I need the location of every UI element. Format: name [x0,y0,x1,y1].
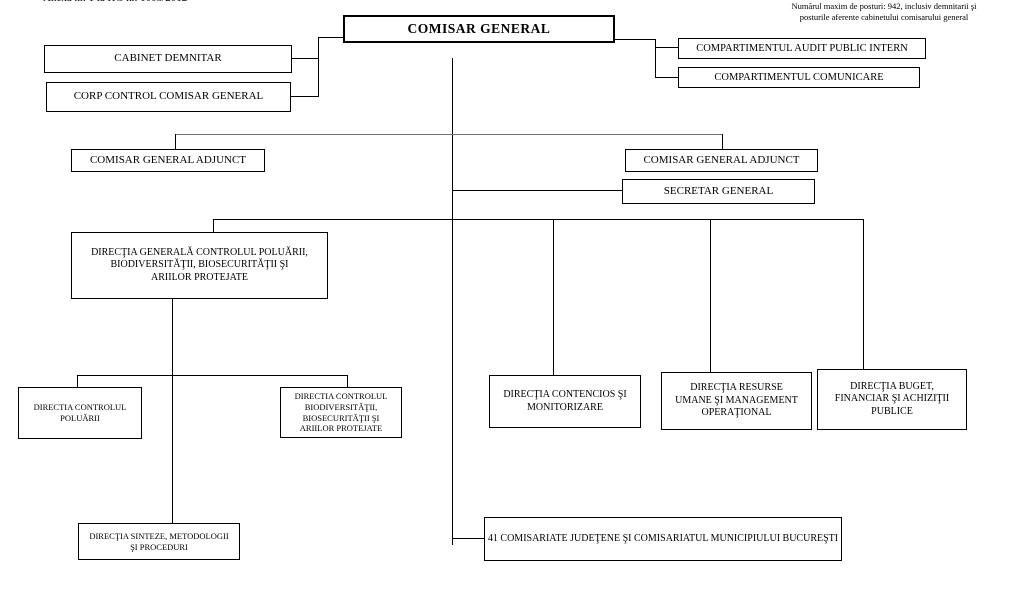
node-dir-sinteze: DIRECŢIA SINTEZE, METODOLOGII ŞI PROCEDU… [78,523,240,560]
connector-poluarii-drop [77,375,78,387]
node-comisariate-label: 41 COMISARIATE JUDEŢENE ŞI COMISARIATUL … [487,532,839,544]
node-secretar-general-label: SECRETAR GENERAL [663,184,774,197]
node-adjunct-left: COMISAR GENERAL ADJUNCT [71,149,265,172]
connector-main-horizontal [213,219,863,220]
connector-adjunct-left-drop [175,134,176,149]
node-comunicare-label: COMPARTIMENTUL COMUNICARE [714,71,884,83]
connector-audit-stub [655,47,678,48]
node-comunicare: COMPARTIMENTUL COMUNICARE [678,67,920,88]
node-cabinet-demnitar: CABINET DEMNITAR [44,45,292,73]
node-dir-contencios-label: DIRECŢIA CONTENCIOS ŞI MONITORIZARE [503,389,627,413]
node-corp-control-label: CORP CONTROL COMISAR GENERAL [73,90,264,103]
node-audit-public-intern: COMPARTIMENTUL AUDIT PUBLIC INTERN [678,38,926,59]
node-adjunct-right-label: COMISAR GENERAL ADJUNCT [643,153,800,166]
node-dir-controlul-biodiversitatii: DIRECTIA CONTROLUL BIODIVERSITĂŢII, BIOS… [280,387,402,438]
node-dir-buget: DIRECŢIA BUGET, FINANCIAR ŞI ACHIZIŢII P… [817,369,967,430]
node-dir-sinteze-label: DIRECŢIA SINTEZE, METODOLOGII ŞI PROCEDU… [89,530,229,552]
connector-dir-generala-down [172,299,173,523]
connector-sub-horizontal [77,375,347,376]
connector-comisariate-stub [452,538,484,539]
connector-adjunct-right-drop [722,134,723,149]
node-adjunct-left-label: COMISAR GENERAL ADJUNCT [89,153,247,166]
node-cabinet-demnitar-label: CABINET DEMNITAR [114,52,222,65]
node-dir-generala-controlul-poluarii: DIRECŢIA GENERALĂ CONTROLUL POLUĂRII, BI… [71,232,328,299]
connector-cabinet-stub [292,58,318,59]
connector-cg-left-vertical [318,37,319,97]
node-dir-controlul-biodiversitatii-label: DIRECTIA CONTROLUL BIODIVERSITĂŢII, BIOS… [294,391,388,434]
connector-adjunct-horizontal [175,134,722,135]
connector-corp-control-stub [291,96,318,97]
anexa-note: Anexa nr. 1 la HG nr. 1005/2012 [43,0,187,4]
connector-cg-right-vertical [655,39,656,78]
node-dir-contencios: DIRECŢIA CONTENCIOS ŞI MONITORIZARE [489,375,641,428]
connector-contencios-drop [553,219,554,375]
node-corp-control: CORP CONTROL COMISAR GENERAL [46,82,291,112]
node-dir-generala-label: DIRECŢIA GENERALĂ CONTROLUL POLUĂRII, BI… [91,246,308,283]
node-audit-public-intern-label: COMPARTIMENTUL AUDIT PUBLIC INTERN [696,42,908,54]
node-dir-controlul-poluarii-label: DIRECTIA CONTROLUL POLUĂRII [33,402,127,423]
connector-comunicare-stub [655,77,678,78]
max-posts-note: Numărul maxim de posturi: 942, inclusiv … [791,1,977,23]
connector-dir-generala-drop [213,219,214,232]
connector-cg-left-stub [318,37,343,38]
node-secretar-general: SECRETAR GENERAL [622,179,815,204]
connector-secretar-stub [452,190,622,191]
node-comisariate: 41 COMISARIATE JUDEŢENE ŞI COMISARIATUL … [484,517,842,561]
node-dir-controlul-poluarii: DIRECTIA CONTROLUL POLUĂRII [18,387,142,439]
node-adjunct-right: COMISAR GENERAL ADJUNCT [625,149,818,172]
node-dir-resurse-umane: DIRECŢIA RESURSE UMANE ŞI MANAGEMENT OPE… [661,372,812,430]
node-comisar-general: COMISAR GENERAL [343,15,615,43]
connector-cg-right-stub [615,39,655,40]
connector-buget-drop [863,219,864,369]
node-dir-buget-label: DIRECŢIA BUGET, FINANCIAR ŞI ACHIZIŢII P… [834,380,950,417]
node-dir-resurse-umane-label: DIRECŢIA RESURSE UMANE ŞI MANAGEMENT OPE… [675,382,798,419]
connector-resurse-drop [710,219,711,372]
connector-biodiversitatii-drop [347,375,348,387]
node-comisar-general-label: COMISAR GENERAL [407,20,551,36]
connector-central-trunk [452,58,453,545]
